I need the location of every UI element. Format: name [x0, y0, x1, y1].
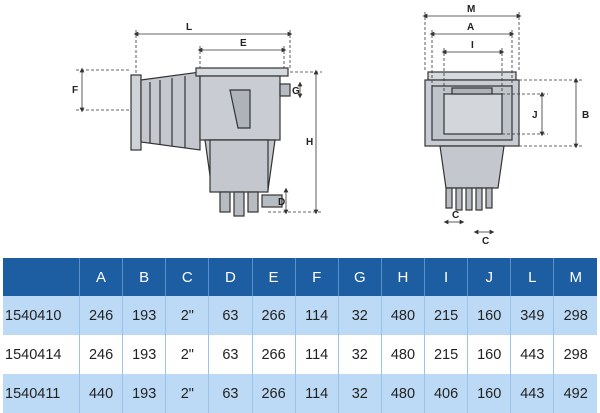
header-cell-A: A — [79, 258, 124, 296]
cell-A: 246 — [79, 335, 124, 374]
cell-H: 480 — [381, 374, 426, 413]
cell-E: 266 — [252, 374, 296, 413]
dim-label-M: M — [467, 4, 475, 15]
cell-F: 114 — [295, 335, 339, 374]
cell-code: 1540411 — [3, 374, 80, 413]
table-row: 1540410 246 193 2" 63 266 114 32 480 215… — [3, 296, 597, 335]
cell-E: 266 — [252, 335, 296, 374]
cell-I: 215 — [424, 335, 469, 374]
cell-A: 246 — [79, 296, 124, 335]
cell-L: 443 — [510, 374, 555, 413]
cell-M: 298 — [553, 296, 597, 335]
dim-label-L: L — [186, 22, 192, 33]
cell-J: 160 — [467, 335, 512, 374]
cell-H: 480 — [381, 296, 426, 335]
header-cell-E: E — [252, 258, 296, 296]
technical-drawings: L E F G H D M A I J B — [72, 4, 589, 247]
dim-label-C-right: C — [482, 236, 489, 247]
header-cell-G: G — [338, 258, 382, 296]
cell-D: 63 — [208, 296, 253, 335]
header-cell-L: L — [510, 258, 555, 296]
dim-label-B: B — [582, 110, 589, 121]
cell-F: 114 — [295, 296, 339, 335]
header-cell-C: C — [165, 258, 210, 296]
cell-M: 492 — [553, 374, 597, 413]
cell-G: 32 — [338, 335, 382, 374]
header-cell-code — [3, 258, 80, 296]
cell-B: 193 — [122, 374, 167, 413]
cell-code: 1540414 — [3, 335, 80, 374]
cell-G: 32 — [338, 374, 382, 413]
cell-M: 298 — [553, 335, 597, 374]
cell-C: 2" — [165, 374, 210, 413]
dim-label-H: H — [306, 137, 313, 148]
cell-G: 32 — [338, 296, 382, 335]
cell-code: 1540410 — [3, 296, 80, 335]
cell-A: 440 — [79, 374, 124, 413]
cell-C: 2" — [165, 335, 210, 374]
cell-E: 266 — [252, 296, 296, 335]
header-cell-B: B — [122, 258, 167, 296]
cell-B: 193 — [122, 296, 167, 335]
cell-D: 63 — [208, 374, 253, 413]
dim-label-J: J — [532, 110, 538, 121]
cell-H: 480 — [381, 335, 426, 374]
cell-L: 443 — [510, 335, 555, 374]
table-header-row: A B C D E F G H I J L M — [3, 258, 597, 296]
side-view-drawing — [130, 67, 291, 217]
header-cell-D: D — [208, 258, 253, 296]
dim-label-G: G — [292, 86, 300, 97]
cell-D: 63 — [208, 335, 253, 374]
cell-L: 349 — [510, 296, 555, 335]
dim-label-I: I — [471, 40, 474, 51]
dim-label-C-left: C — [452, 210, 459, 221]
header-cell-F: F — [295, 258, 339, 296]
header-cell-H: H — [381, 258, 426, 296]
dim-label-F: F — [72, 85, 78, 96]
dimensions-table: A B C D E F G H I J L M 1540410 246 193 … — [3, 258, 597, 413]
header-cell-M: M — [553, 258, 597, 296]
cell-F: 114 — [295, 374, 339, 413]
dim-label-A: A — [467, 22, 474, 33]
dim-label-D: D — [278, 197, 285, 208]
header-cell-J: J — [467, 258, 512, 296]
cell-B: 193 — [122, 335, 167, 374]
cell-J: 160 — [467, 296, 512, 335]
front-view-drawing — [424, 71, 520, 211]
cell-I: 406 — [424, 374, 469, 413]
table-row: 1540411 440 193 2" 63 266 114 32 480 406… — [3, 374, 597, 413]
cell-C: 2" — [165, 296, 210, 335]
header-cell-I: I — [424, 258, 469, 296]
table-row: 1540414 246 193 2" 63 266 114 32 480 215… — [3, 335, 597, 374]
cell-I: 215 — [424, 296, 469, 335]
dim-label-E: E — [240, 38, 247, 49]
cell-J: 160 — [467, 374, 512, 413]
